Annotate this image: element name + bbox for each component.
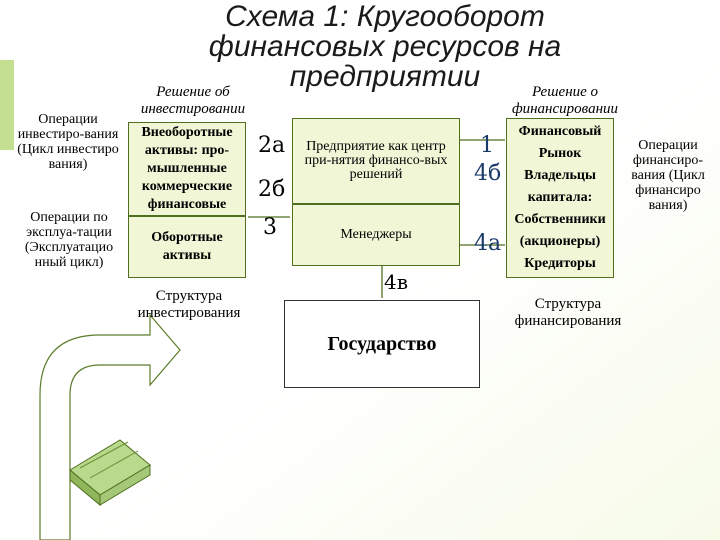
noncurrent-assets-box: Внеоборотные активы: про-мышленные комме… [128, 122, 246, 216]
flow-4a-label: 4а [474, 231, 502, 256]
flow-4b-label: 4б [474, 161, 502, 186]
flow-1-label: 1 [480, 133, 494, 158]
flow-4v-label: 4в [384, 270, 408, 294]
decor-band [0, 60, 14, 150]
current-assets-box: Оборотные активы [128, 216, 246, 278]
market-line-7: Кредиторы [524, 256, 596, 271]
market-line-2: Рынок [538, 146, 582, 161]
market-line-4: капитала: [527, 190, 593, 205]
finance-decision-caption: Решение о финансировании [511, 84, 619, 117]
invest-decision-caption: Решение об инвестировании [140, 84, 246, 117]
flow-2b-label: 2б [258, 177, 286, 202]
cycle-arrow-icon [39, 313, 181, 540]
market-line-1: Финансовый [518, 124, 602, 139]
invest-ops-label: Операции инвестиро-вания (Цикл инвестиро… [17, 112, 119, 172]
flow-3-label: 3 [263, 215, 277, 240]
noncurrent-assets-text: Внеоборотные активы: про-мышленные комме… [141, 125, 233, 212]
state-text: Государство [327, 332, 437, 355]
market-line-3: Владельцы [524, 168, 596, 183]
exploit-ops-label: Операции по эксплуа-тации (Эксплуатацио … [24, 210, 114, 270]
enterprise-box: Предприятие как центр при-нятия финансо-… [292, 118, 460, 204]
current-assets-text: Оборотные активы [151, 230, 223, 263]
market-line-6: (акционеры) [519, 234, 601, 249]
managers-box: Менеджеры [292, 204, 460, 266]
state-box: Государство [284, 300, 480, 388]
invest-structure-caption: Структура инвестирования [137, 288, 241, 321]
finance-ops-label: Операции финансиро-вания (Цикл финансиро… [631, 138, 705, 213]
page-title: Схема 1: Кругооборот финансовых ресурсов… [208, 0, 562, 93]
financial-market-box: Финансовый Рынок Владельцы капитала: Соб… [506, 118, 614, 278]
flow-2a-label: 2а [258, 133, 286, 158]
finance-structure-caption: Структура финансирования [514, 296, 622, 329]
managers-text: Менеджеры [340, 227, 412, 242]
enterprise-text: Предприятие как центр при-нятия финансо-… [304, 139, 448, 182]
market-line-5: Собственники [514, 212, 606, 227]
money-stack-icon [69, 439, 151, 507]
